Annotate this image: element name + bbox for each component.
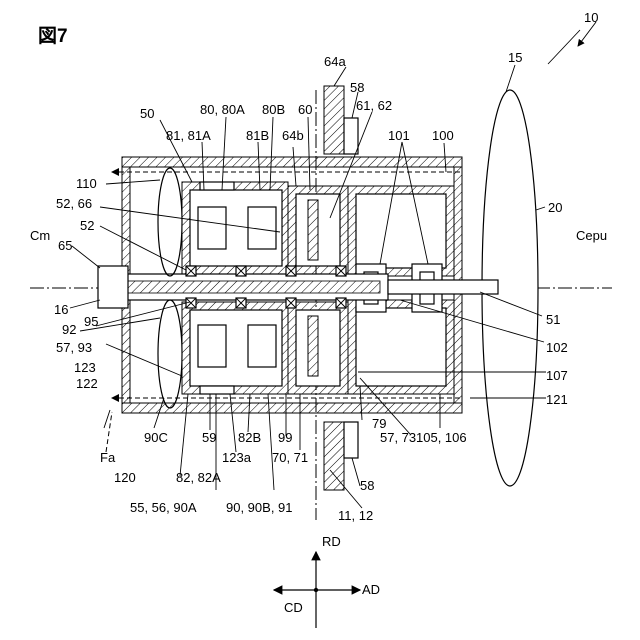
label-105-106: 105, 106 bbox=[416, 430, 467, 445]
label-cd: CD bbox=[284, 600, 303, 615]
label-rd: RD bbox=[322, 534, 341, 549]
label-20: 20 bbox=[548, 200, 562, 215]
label-82b: 82B bbox=[238, 430, 261, 445]
label-61-62: 61, 62 bbox=[356, 98, 392, 113]
label-52-66: 52, 66 bbox=[56, 196, 92, 211]
output-shaft bbox=[388, 280, 498, 294]
label-50: 50 bbox=[140, 106, 154, 121]
label-102: 102 bbox=[546, 340, 568, 355]
motor-lower bbox=[182, 302, 288, 394]
shaft-end-cap bbox=[98, 266, 128, 308]
label-15: 15 bbox=[508, 50, 522, 65]
label-60: 60 bbox=[298, 102, 312, 117]
label-ad: AD bbox=[362, 582, 380, 597]
label-81-81a: 81, 81A bbox=[166, 128, 211, 143]
label-57-73: 57, 73 bbox=[380, 430, 416, 445]
label-cepu: Cepu bbox=[576, 228, 607, 243]
label-95: 95 bbox=[84, 314, 98, 329]
label-79: 79 bbox=[372, 416, 386, 431]
label-123a: 123a bbox=[222, 450, 252, 465]
mounting-flange-bottom bbox=[324, 422, 358, 490]
label-121: 121 bbox=[546, 392, 568, 407]
label-64b: 64b bbox=[282, 128, 304, 143]
label-99: 99 bbox=[278, 430, 292, 445]
label-80b: 80B bbox=[262, 102, 285, 117]
figure-title: 図7 bbox=[38, 25, 68, 47]
label-16: 16 bbox=[54, 302, 68, 317]
label-65: 65 bbox=[58, 238, 72, 253]
label-70-71: 70, 71 bbox=[272, 450, 308, 465]
label-55-56-90a: 55, 56, 90A bbox=[130, 500, 197, 515]
label-123: 123 bbox=[74, 360, 96, 375]
gear-block-upper bbox=[288, 186, 348, 274]
label-81b: 81B bbox=[246, 128, 269, 143]
inner-fan-lower bbox=[158, 300, 182, 408]
label-80-80a: 80, 80A bbox=[200, 102, 245, 117]
label-58-top: 58 bbox=[350, 80, 364, 95]
label-122: 122 bbox=[76, 376, 98, 391]
label-120: 120 bbox=[114, 470, 136, 485]
motor-upper bbox=[182, 182, 288, 274]
direction-axes bbox=[274, 552, 360, 628]
label-51: 51 bbox=[546, 312, 560, 327]
ref-10-arrow bbox=[578, 22, 596, 46]
label-cm: Cm bbox=[30, 228, 50, 243]
label-107: 107 bbox=[546, 368, 568, 383]
label-92: 92 bbox=[62, 322, 76, 337]
shaft-core bbox=[100, 281, 380, 293]
label-64a: 64a bbox=[324, 54, 346, 69]
label-59: 59 bbox=[202, 430, 216, 445]
label-11-12: 11, 12 bbox=[338, 508, 373, 523]
mounting-flange-top bbox=[324, 86, 358, 154]
label-fa: Fa bbox=[100, 450, 116, 465]
label-10: 10 bbox=[584, 10, 598, 25]
label-90c: 90C bbox=[144, 430, 168, 445]
label-101: 101 bbox=[388, 128, 410, 143]
label-52: 52 bbox=[80, 218, 94, 233]
gear-block-lower bbox=[288, 302, 348, 394]
label-90-90b-91: 90, 90B, 91 bbox=[226, 500, 293, 515]
label-100: 100 bbox=[432, 128, 454, 143]
label-58-bottom: 58 bbox=[360, 478, 374, 493]
inner-fan-upper bbox=[158, 168, 182, 276]
label-57-93: 57, 93 bbox=[56, 340, 92, 355]
label-110: 110 bbox=[76, 176, 97, 191]
label-82-82a: 82, 82A bbox=[176, 470, 221, 485]
